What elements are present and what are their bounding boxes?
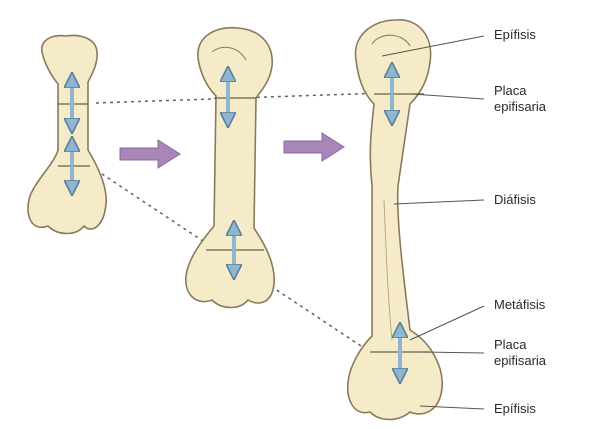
bone-large-outline — [348, 20, 442, 420]
leader-line-metafisis — [410, 306, 484, 340]
label-placa-epifisaria-top: Placa epifisaria — [494, 83, 574, 115]
bone-medium-outline — [186, 28, 274, 308]
stage-arrow — [120, 140, 180, 168]
bone-small — [28, 36, 106, 234]
label-epifisis-bottom: Epífisis — [494, 401, 536, 417]
label-diafisis: Diáfisis — [494, 192, 536, 208]
leader-line-diafisis — [394, 200, 484, 204]
label-placa-epifisaria-bottom: Placa epifisaria — [494, 337, 574, 369]
leader-line-placa-top — [412, 94, 484, 99]
bone-medium — [186, 28, 274, 308]
label-placa-bottom-line2: epifisaria — [494, 353, 574, 369]
label-epifisis-top: Epífisis — [494, 27, 536, 43]
label-placa-top-line1: Placa — [494, 83, 574, 99]
stage-arrow — [284, 133, 344, 161]
bone-large — [348, 20, 442, 420]
label-placa-bottom-line1: Placa — [494, 337, 574, 353]
label-placa-top-line2: epifisaria — [494, 99, 574, 115]
label-metafisis: Metáfisis — [494, 297, 545, 313]
bone-small-outline — [28, 36, 106, 234]
